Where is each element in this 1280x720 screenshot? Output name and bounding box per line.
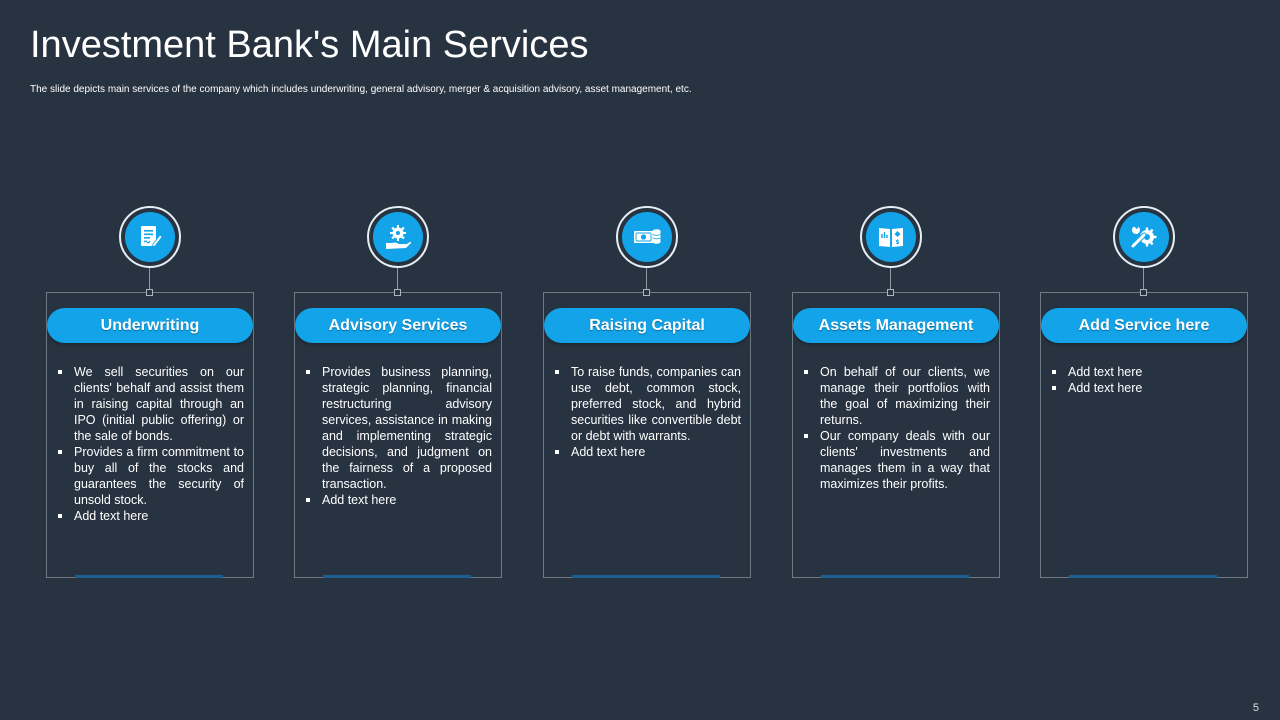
connector-line — [1143, 268, 1144, 290]
connector-dot — [643, 289, 650, 296]
bullet-item: Add text here — [553, 444, 741, 460]
service-column-assets-management: $ Assets Management On behalf of our cli… — [792, 206, 1000, 580]
service-bullets: On behalf of our clients, we manage thei… — [802, 364, 990, 492]
card-accent-line — [323, 575, 471, 578]
connector-dot — [1140, 289, 1147, 296]
connector-dot — [887, 289, 894, 296]
connector-line — [890, 268, 891, 290]
bullet-item: To raise funds, companies can use debt, … — [553, 364, 741, 444]
service-label-raising-capital: Raising Capital — [544, 308, 750, 343]
cash-coins-icon — [622, 212, 672, 262]
wrench-gear-icon — [1119, 212, 1169, 262]
bullet-item: Add text here — [1050, 364, 1238, 380]
service-icon-ring: $ — [860, 206, 922, 268]
service-label-assets-management: Assets Management — [793, 308, 999, 343]
service-icon-ring — [367, 206, 429, 268]
slide-subtitle: The slide depicts main services of the c… — [30, 84, 692, 95]
card-accent-line — [821, 575, 969, 578]
connector-line — [646, 268, 647, 290]
connector-dot — [394, 289, 401, 296]
bullet-item: On behalf of our clients, we manage thei… — [802, 364, 990, 428]
card-accent-line — [572, 575, 720, 578]
service-column-advisory: Advisory Services Provides business plan… — [294, 206, 502, 580]
service-label-advisory: Advisory Services — [295, 308, 501, 343]
document-pen-icon — [125, 212, 175, 262]
connector-dot — [146, 289, 153, 296]
service-icon-ring — [119, 206, 181, 268]
svg-text:$: $ — [895, 239, 899, 246]
bullet-item: Our company deals with our clients' inve… — [802, 428, 990, 492]
service-icon-ring — [616, 206, 678, 268]
service-label-underwriting: Underwriting — [47, 308, 253, 343]
card-accent-line — [75, 575, 223, 578]
bullet-item: We sell securities on our clients' behal… — [56, 364, 244, 444]
service-bullets: We sell securities on our clients' behal… — [56, 364, 244, 524]
bullet-item: Add text here — [56, 508, 244, 524]
page-number: 5 — [1252, 702, 1259, 714]
connector-line — [397, 268, 398, 290]
gear-hand-icon — [373, 212, 423, 262]
slide-title: Investment Bank's Main Services — [30, 24, 589, 66]
service-column-underwriting: Underwriting We sell securities on our c… — [46, 206, 254, 580]
finance-book-icon: $ — [866, 212, 916, 262]
bullet-item: Add text here — [304, 492, 492, 508]
service-bullets: Add text here Add text here — [1050, 364, 1238, 396]
connector-line — [149, 268, 150, 290]
service-icon-ring — [1113, 206, 1175, 268]
service-bullets: To raise funds, companies can use debt, … — [553, 364, 741, 460]
service-bullets: Provides business planning, strategic pl… — [304, 364, 492, 508]
card-accent-line — [1069, 575, 1217, 578]
bullet-item: Provides a firm commitment to buy all of… — [56, 444, 244, 508]
service-column-add-service: Add Service here Add text here Add text … — [1040, 206, 1248, 580]
service-label-add-service: Add Service here — [1041, 308, 1247, 343]
bullet-item: Provides business planning, strategic pl… — [304, 364, 492, 492]
bullet-item: Add text here — [1050, 380, 1238, 396]
service-column-raising-capital: Raising Capital To raise funds, companie… — [543, 206, 751, 580]
